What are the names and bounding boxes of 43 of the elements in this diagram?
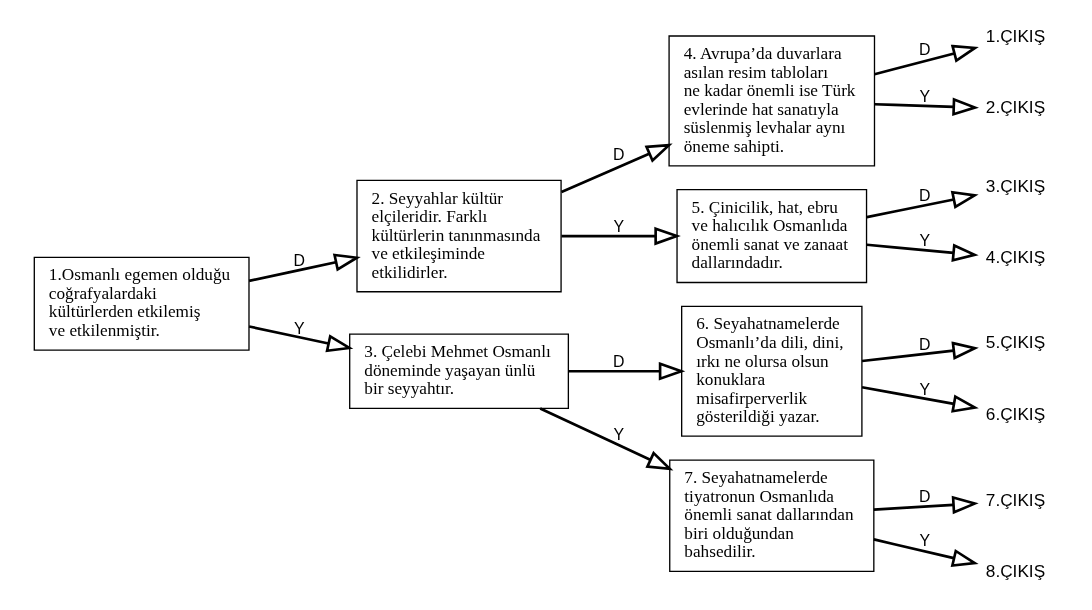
edge-label: D [918, 335, 931, 353]
edge-label: Y [919, 380, 930, 398]
node-text: 7.ÇIKIŞ [985, 489, 1045, 510]
arrow [539, 407, 673, 471]
edge-label: D [918, 41, 931, 59]
edge-label: Y [919, 531, 930, 549]
node-box: 1.Osmanlı egemen olduğu coğrafyalardaki kültürlerden etkilemiş ve etkilenmiştir. [33, 256, 250, 351]
node-text: 1.ÇIKIŞ [985, 25, 1045, 46]
node-text: 3.ÇIKIŞ [985, 175, 1045, 196]
arrow [866, 190, 979, 219]
node-box: 2. Seyyahlar kültür elçileridir. Farklı kültürlerin tanınmasında ve etkileşiminde etkilidirler. [355, 179, 562, 293]
arrow [873, 44, 979, 76]
node-text: 4.ÇIKIŞ [985, 247, 1045, 268]
edge-label: Y [612, 217, 624, 235]
arrow [861, 341, 979, 363]
arrow [873, 538, 979, 567]
arrow [248, 325, 353, 353]
node-text: 8.ÇIKIŞ [985, 561, 1045, 582]
arrow [561, 226, 681, 246]
edge-label: Y [919, 232, 930, 250]
edge-label: Y [612, 425, 624, 443]
edge-label: D [918, 187, 931, 205]
edge-label: Y [919, 87, 930, 105]
node-text: 6.ÇIKIŞ [985, 403, 1045, 424]
arrow [861, 386, 979, 413]
node-box: 7. Seyahatnamelerde tiyatronun Osmanlıda önemli sanat dallarından biri olduğundan bahsedilir. [668, 459, 874, 573]
arrow [874, 97, 979, 117]
node-box: 5. Çinicilik, hat, ebru ve halıcılık Osmanlıda önemli sanat ve zanaat dallarındadır. [675, 189, 867, 284]
node-text: 5.ÇIKIŞ [985, 331, 1045, 352]
node-text: 2.ÇIKIŞ [985, 97, 1045, 118]
edge-label: D [918, 487, 931, 505]
node-box: 3. Çelebi Mehmet Osmanlı döneminde yaşayan ünlü bir seyyahtır. [348, 333, 569, 410]
node-box: 4. Avrupa’da duvarlara asılan resim tabloları ne kadar önemli ise Türk evlerinde hat sanatıyla süslenmiş levhalar aynı öneme sahipti. [667, 35, 875, 167]
edge-label: D [612, 352, 624, 370]
edge-label: D [612, 146, 624, 164]
arrow [873, 495, 979, 515]
edge-label: Y [293, 319, 305, 337]
arrow [560, 143, 673, 194]
edge-label: D [293, 252, 305, 270]
arrow [866, 243, 979, 262]
arrow [248, 253, 361, 283]
node-box: 6. Seyahatnamelerde Osmanlı’da dili, dini, ırkı ne olursa olsun konuklara misafirperverlik gösterildiği yazar. [680, 305, 863, 437]
arrow [567, 361, 685, 381]
